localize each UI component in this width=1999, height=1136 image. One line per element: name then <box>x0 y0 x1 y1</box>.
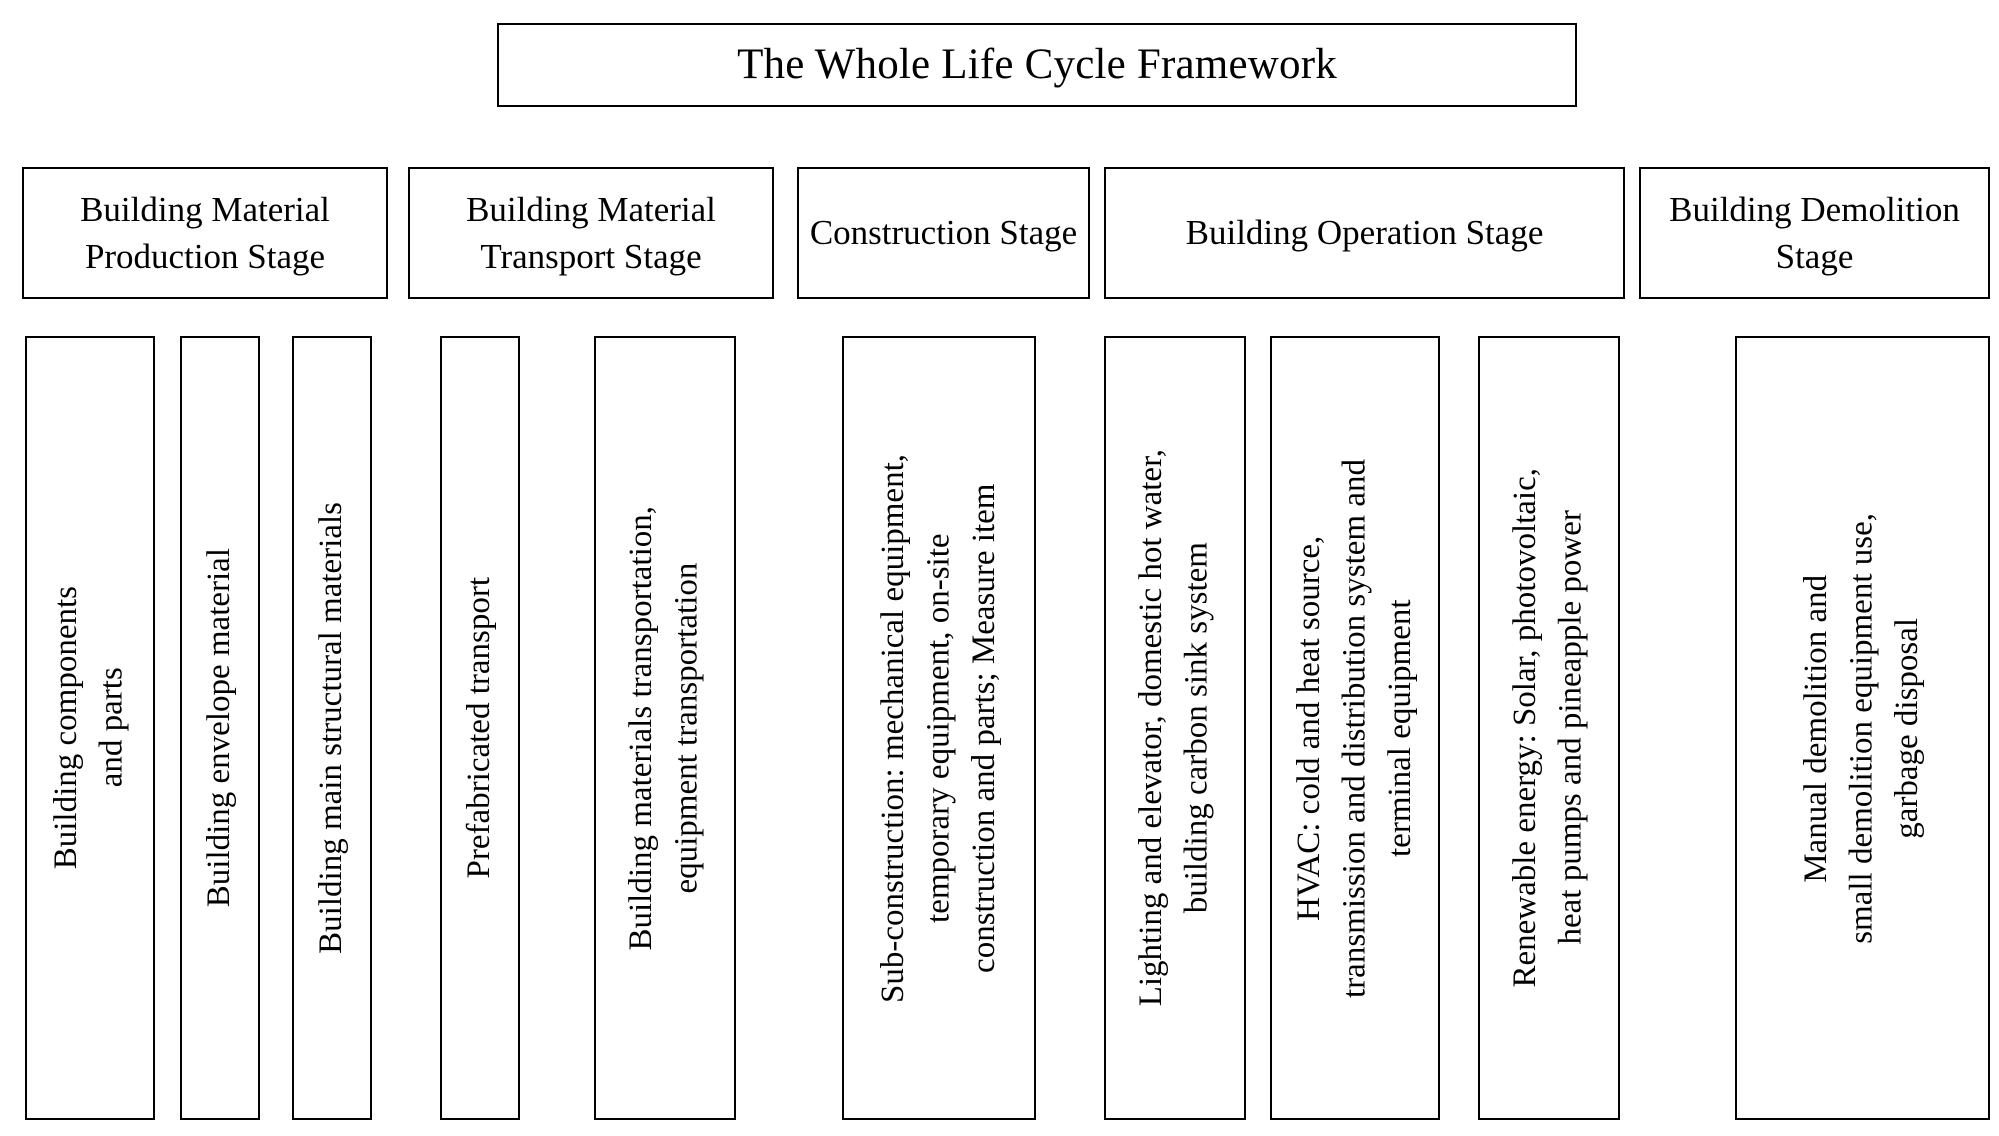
stage-header-building-demolition: Building Demolition Stage <box>1639 167 1990 299</box>
item-box-building-components-and-parts: Building components and parts <box>25 336 155 1120</box>
stage-header-label: Building Material Transport Stage <box>466 189 716 276</box>
stage-header-label: Construction Stage <box>809 213 1078 253</box>
stage-header-building-operation: Building Operation Stage <box>1104 167 1625 299</box>
item-box-manual-demolition: Manual demolition and small demolition e… <box>1735 336 1990 1120</box>
item-box-building-materials-transportation: Building materials transportation, equip… <box>594 336 736 1120</box>
item-label: Building materials transportation, equip… <box>623 505 705 951</box>
item-label: Prefabricated transport <box>461 577 498 879</box>
stage-header-building-material-transport: Building Material Transport Stage <box>408 167 774 299</box>
item-box-lighting-and-elevator: Lighting and elevator, domestic hot wate… <box>1104 336 1246 1120</box>
item-box-building-main-structural-materials: Building main structural materials <box>292 336 372 1120</box>
item-label: Manual demolition and small demolition e… <box>1798 512 1926 944</box>
stage-header-label: Building Operation Stage <box>1185 213 1544 253</box>
item-box-renewable-energy: Renewable energy: Solar, photovoltaic, h… <box>1478 336 1620 1120</box>
item-box-prefabricated-transport: Prefabricated transport <box>440 336 520 1120</box>
stage-header-label: Building Demolition Stage <box>1669 189 1960 276</box>
item-label: Building envelope material <box>201 548 238 908</box>
stage-header-label: Building Material Production Stage <box>80 189 330 276</box>
item-label: Renewable energy: Solar, photovoltaic, h… <box>1507 468 1589 988</box>
item-box-sub-construction: Sub-construction: mechanical equipment, … <box>842 336 1036 1120</box>
item-label: Building main structural materials <box>313 502 350 954</box>
item-box-building-envelope-material: Building envelope material <box>180 336 260 1120</box>
diagram-title-box: The Whole Life Cycle Framework <box>497 23 1577 107</box>
item-label: Sub-construction: mechanical equipment, … <box>874 453 1002 1003</box>
diagram-title: The Whole Life Cycle Framework <box>737 41 1337 89</box>
stage-header-construction: Construction Stage <box>797 167 1090 299</box>
stage-header-building-material-production: Building Material Production Stage <box>22 167 388 299</box>
item-label: HVAC: cold and heat source, transmission… <box>1290 458 1418 998</box>
item-label: Lighting and elevator, domestic hot wate… <box>1133 449 1215 1007</box>
item-label: Building components and parts <box>48 586 130 870</box>
item-box-hvac: HVAC: cold and heat source, transmission… <box>1270 336 1440 1120</box>
